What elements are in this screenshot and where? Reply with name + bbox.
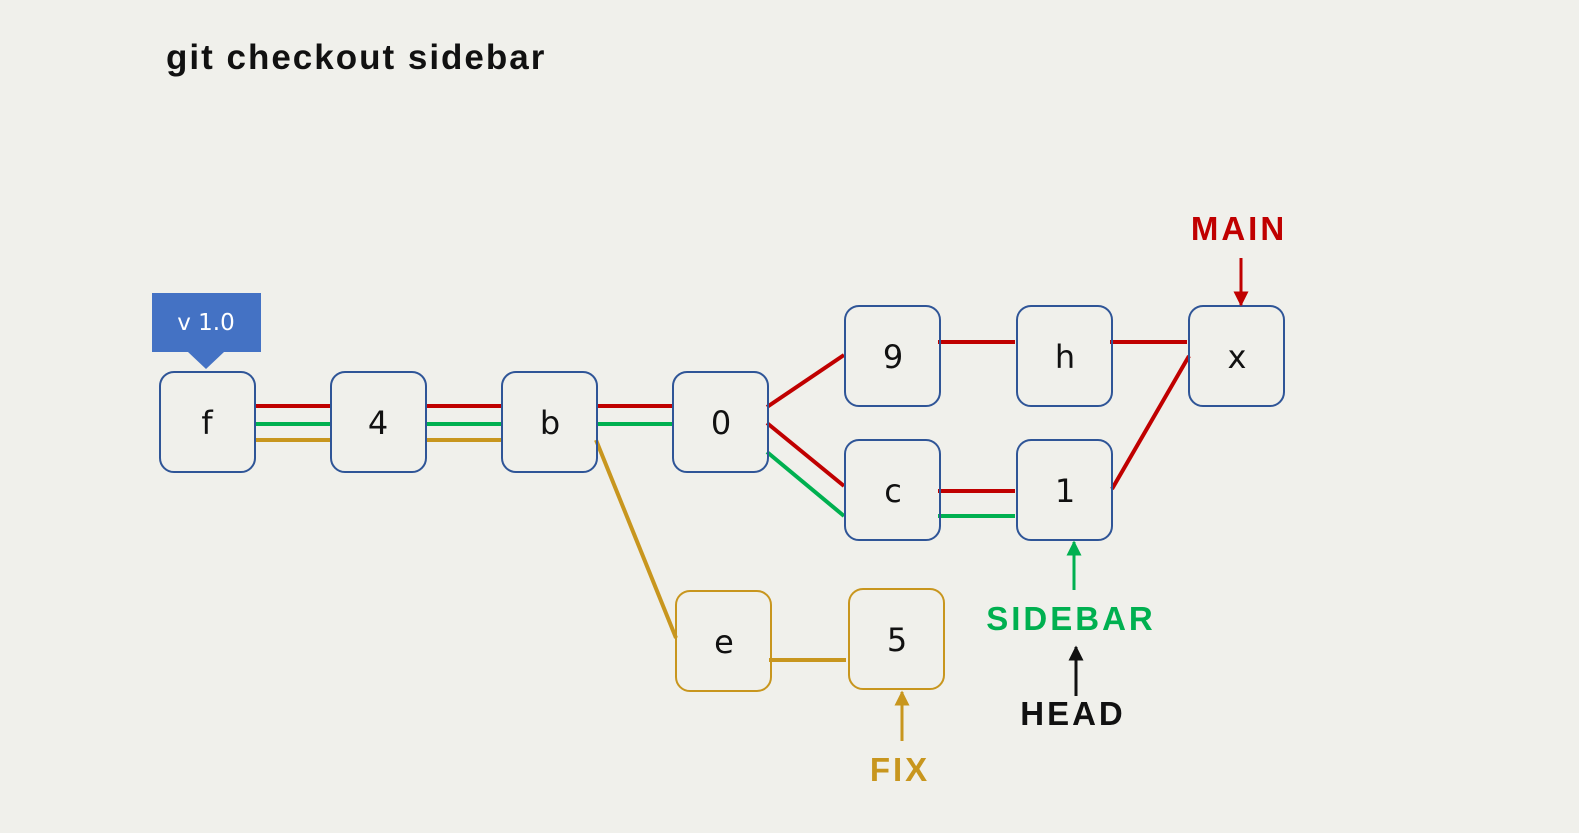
- commit-1-box: [1016, 439, 1113, 541]
- ref-sidebar-label: SIDEBAR: [986, 600, 1156, 637]
- commit-e-box: [675, 590, 772, 692]
- commit-5-box: [848, 588, 945, 690]
- commit-b: b: [501, 371, 598, 473]
- commit-4: 4: [330, 371, 427, 473]
- commit-c-label: c: [884, 472, 902, 510]
- commit-b-box: [501, 371, 598, 473]
- commit-x-label: x: [1228, 338, 1247, 376]
- ref-head-label: HEAD: [1020, 695, 1126, 732]
- ref-sidebar: SIDEBAR: [986, 540, 1156, 637]
- commit-0-label: 0: [711, 404, 731, 442]
- tag-v1-pointer: [188, 352, 224, 369]
- commit-f-box: [159, 371, 256, 473]
- ref-fix-label: FIX: [870, 751, 930, 788]
- edge-0-c-main: [765, 421, 846, 488]
- commit-5: 5: [848, 588, 945, 690]
- commit-f: f: [159, 371, 256, 473]
- edge-b-e-fix: [594, 439, 678, 639]
- page-title: git checkout sidebar: [166, 38, 547, 77]
- commit-h: h: [1016, 305, 1113, 407]
- commit-c: c: [844, 439, 941, 541]
- commit-c-box: [844, 439, 941, 541]
- commit-0-box: [672, 371, 769, 473]
- commit-9: 9: [844, 305, 941, 407]
- commit-f-label: f: [201, 404, 213, 442]
- edge-0-9-main: [765, 353, 846, 409]
- commit-b-label: b: [540, 404, 560, 442]
- tag-v1-label: v 1.0: [177, 310, 235, 336]
- commit-0: 0: [672, 371, 769, 473]
- commit-9-label: 9: [883, 338, 903, 376]
- ref-main-label: MAIN: [1191, 210, 1287, 247]
- edge-0-c-sidebar: [765, 450, 846, 518]
- commit-e: e: [675, 590, 772, 692]
- commit-h-box: [1016, 305, 1113, 407]
- edges: [254, 340, 1191, 662]
- ref-head: HEAD: [1020, 645, 1126, 732]
- commit-9-box: [844, 305, 941, 407]
- ref-main: MAIN: [1191, 210, 1287, 307]
- edge-1-x-main: [1110, 354, 1191, 491]
- commit-1-label: 1: [1055, 472, 1075, 510]
- commit-4-box: [330, 371, 427, 473]
- tag-v1-box: [152, 293, 261, 352]
- commit-4-label: 4: [368, 404, 388, 442]
- commit-5-label: 5: [887, 621, 907, 659]
- ref-fix: FIX: [870, 690, 930, 788]
- commit-1: 1: [1016, 439, 1113, 541]
- commit-x: x: [1188, 305, 1285, 407]
- commit-h-label: h: [1055, 338, 1075, 376]
- commit-e-label: e: [714, 623, 734, 661]
- tag-v1: v 1.0: [152, 293, 261, 369]
